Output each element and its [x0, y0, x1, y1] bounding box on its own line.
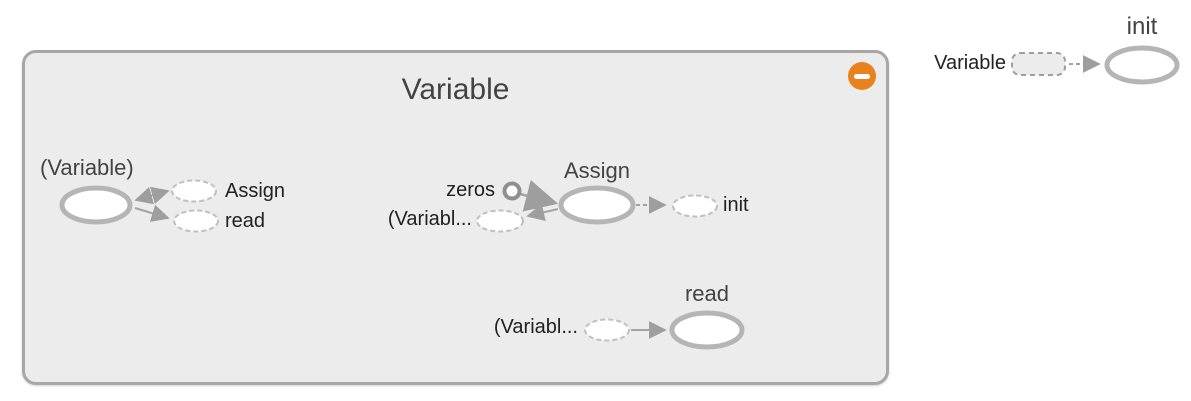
zeros-const-node[interactable]	[502, 181, 522, 201]
assign-proxy-node[interactable]	[171, 179, 217, 203]
read-proxy-node[interactable]	[173, 209, 219, 233]
edge-assign-variable-ref	[526, 203, 559, 222]
init-op-node[interactable]	[1104, 45, 1180, 85]
assign-annotation-label: Assign	[225, 180, 286, 202]
variable-ref-proxy-node-2[interactable]	[584, 318, 630, 342]
variable-annotation-label: Variable	[934, 52, 1006, 74]
edge-variable-assign	[134, 186, 170, 205]
variable-ref-proxy-node[interactable]	[476, 209, 524, 233]
variable-op-node[interactable]	[59, 185, 133, 225]
init-proxy-node[interactable]	[672, 194, 718, 218]
edge-zeros-assign	[519, 179, 559, 212]
edge-variable-read	[134, 204, 170, 222]
read-annotation-label: read	[225, 210, 266, 232]
group-title: Variable	[401, 73, 510, 106]
read-op-node[interactable]	[669, 310, 745, 350]
variable-namespace-proxy-node[interactable]	[1011, 52, 1066, 76]
variable-ref-annotation-label-2: (Variabl...	[493, 316, 578, 338]
zeros-annotation-label: zeros	[446, 179, 495, 201]
variable-op-label: (Variable)	[40, 155, 134, 180]
collapse-button[interactable]	[848, 62, 876, 90]
init-annotation-label: init	[723, 194, 749, 216]
minus-icon	[854, 74, 870, 79]
assign-op-node[interactable]	[558, 185, 636, 225]
init-op-title: init	[1126, 13, 1158, 40]
read-op-title: read	[684, 281, 730, 306]
assign-op-title: Assign	[563, 158, 631, 183]
variable-ref-annotation-label: (Variabl...	[387, 208, 472, 230]
